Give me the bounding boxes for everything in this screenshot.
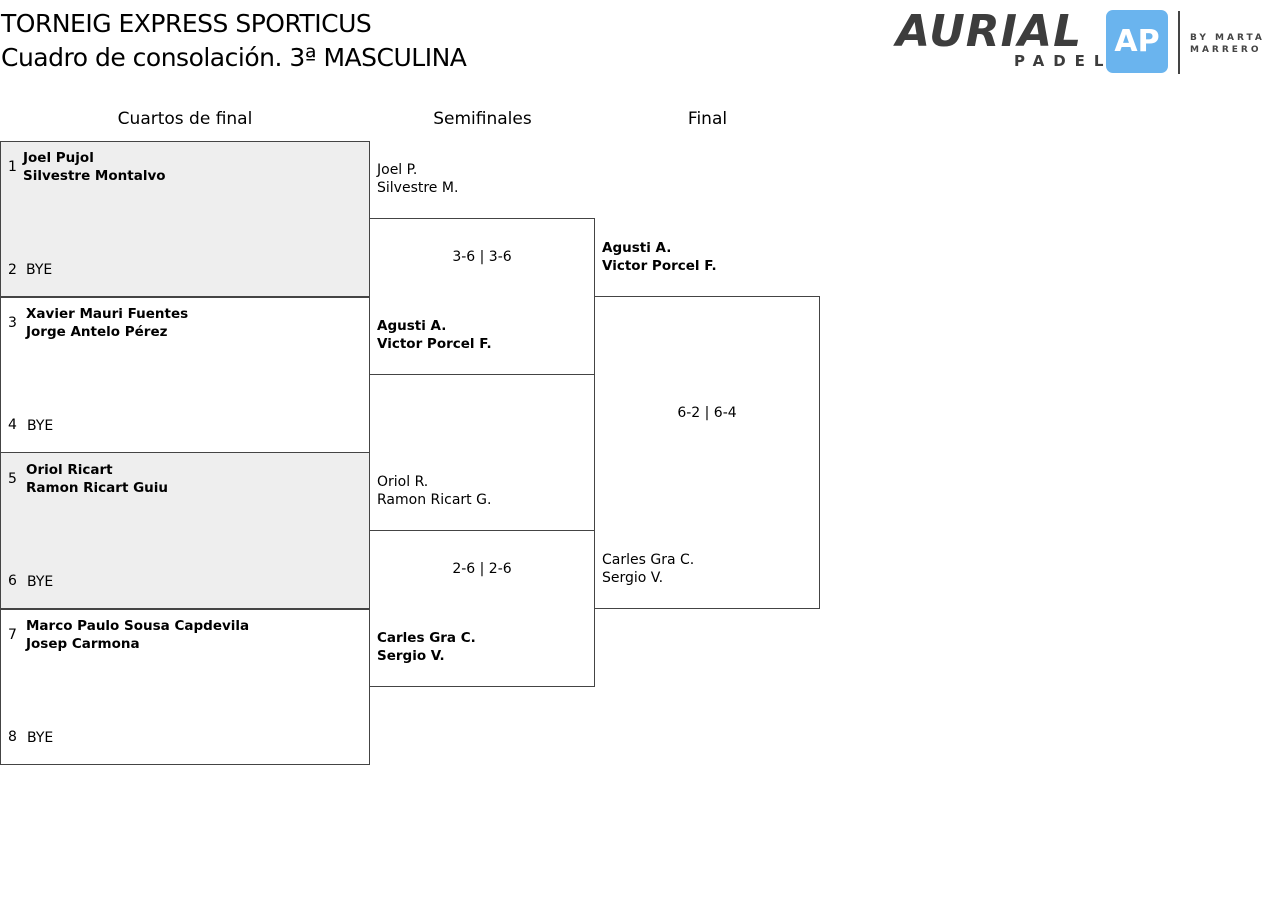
player: Oriol Ricart <box>26 462 113 478</box>
player: Carles Gra C. <box>602 552 695 568</box>
logo-by: BY MARTA <box>1190 33 1265 43</box>
logo-divider <box>1178 11 1180 74</box>
bye-label: BYE <box>27 418 54 434</box>
seed: 7 <box>8 627 17 643</box>
page-title: TORNEIG EXPRESS SPORTICUS <box>1 9 372 38</box>
logo-mark-icon: AP <box>1106 10 1168 73</box>
seed: 8 <box>8 729 17 745</box>
round-header-final: Final <box>687 109 728 129</box>
player: Sergio V. <box>377 648 445 664</box>
bye-label: BYE <box>27 730 54 746</box>
page-subtitle: Cuadro de consolación. 3ª MASCULINA <box>1 43 467 72</box>
player: Josep Carmona <box>26 636 140 652</box>
sf2-team-a: Oriol R. Ramon Ricart G. <box>377 473 491 509</box>
final-team-a: Agusti A. Victor Porcel F. <box>602 239 717 275</box>
seed: 4 <box>8 417 17 433</box>
player: Agusti A. <box>377 318 447 334</box>
round-header-quarterfinals: Cuartos de final <box>117 109 253 129</box>
match-score: 2-6 | 2-6 <box>452 561 512 577</box>
player: Victor Porcel F. <box>602 258 717 274</box>
round-header-semifinals: Semifinales <box>433 109 532 129</box>
seed: 6 <box>8 573 17 589</box>
seed: 5 <box>8 471 17 487</box>
player: Joel Pujol <box>23 150 94 166</box>
player: Silvestre M. <box>377 180 459 196</box>
player: Jorge Antelo Pérez <box>26 324 168 340</box>
seed: 2 <box>8 262 17 278</box>
player: Sergio V. <box>602 570 664 586</box>
bye-label: BYE <box>27 574 54 590</box>
player: Xavier Mauri Fuentes <box>26 306 189 322</box>
logo-brand: AURIAL <box>896 6 1083 57</box>
sf-match-2: 2-6 | 2-6 Carles Gra C. Sergio V. <box>369 530 595 687</box>
player: Marco Paulo Sousa Capdevila <box>26 618 250 634</box>
player: Carles Gra C. <box>377 630 476 646</box>
bye-label: BYE <box>26 262 53 278</box>
seed: 1 <box>8 159 17 175</box>
final-match: 6-2 | 6-4 Carles Gra C. Sergio V. <box>594 296 820 609</box>
player: Ramon Ricart G. <box>377 492 492 508</box>
aurial-padel-logo: AURIAL PADEL AP BY MARTA MARRERO <box>896 8 1276 76</box>
logo-sub: PADEL <box>1014 52 1113 70</box>
sf1-team-a: Joel P. Silvestre M. <box>377 161 458 197</box>
player: Agusti A. <box>602 240 672 256</box>
sf-match-1: 3-6 | 3-6 Agusti A. Victor Porcel F. <box>369 218 595 375</box>
player: Silvestre Montalvo <box>23 168 166 184</box>
player: Joel P. <box>377 162 418 178</box>
logo-name: MARRERO <box>1190 45 1262 55</box>
match-score: 3-6 | 3-6 <box>452 249 512 265</box>
player: Victor Porcel F. <box>377 336 492 352</box>
seed: 3 <box>8 315 17 331</box>
player: Oriol R. <box>377 474 429 490</box>
match-score: 6-2 | 6-4 <box>677 405 737 421</box>
player: Ramon Ricart Guiu <box>26 480 169 496</box>
